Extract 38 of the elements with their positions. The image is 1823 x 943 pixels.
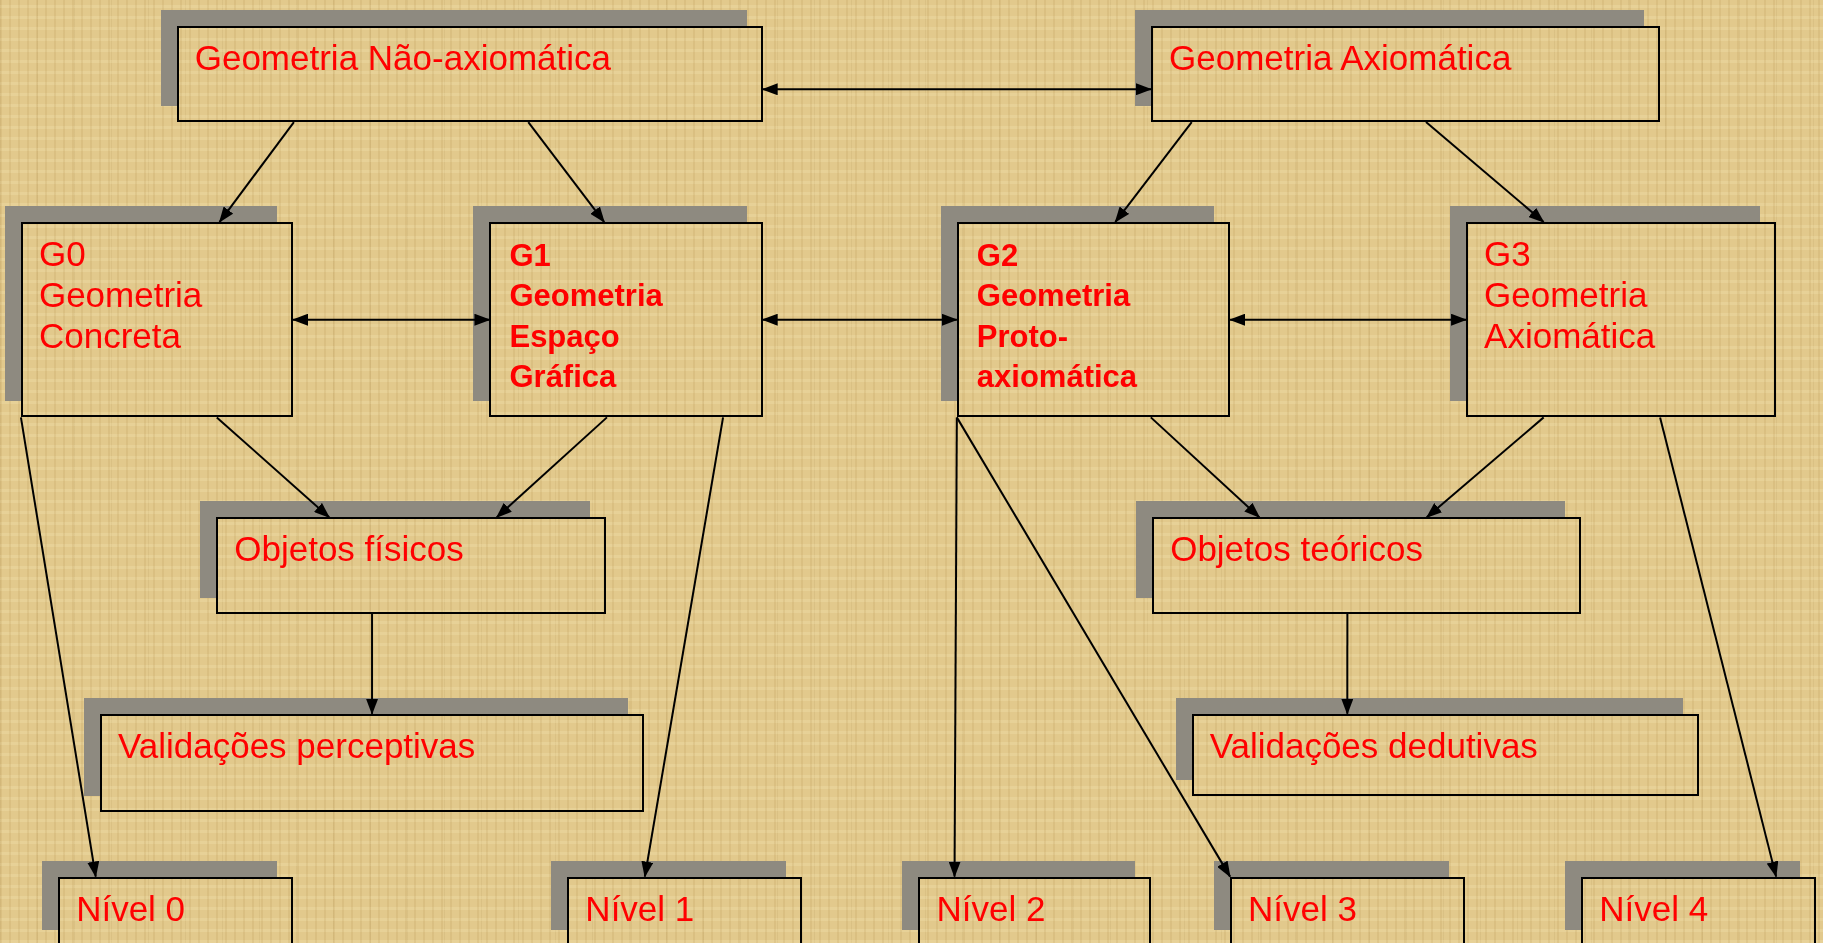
box-text: Objetos teóricos bbox=[1170, 529, 1425, 571]
box-text: Nível 2 bbox=[936, 888, 1047, 930]
arrow bbox=[1425, 416, 1545, 519]
box-text: Nível 1 bbox=[585, 888, 696, 930]
box-text: G2 bbox=[976, 237, 1020, 276]
arrow bbox=[1229, 313, 1468, 326]
box-text: Geometria Proto-axiomática bbox=[976, 277, 1139, 396]
box-text: G0 bbox=[38, 234, 87, 275]
arrow bbox=[1659, 416, 1779, 878]
arrow bbox=[1114, 121, 1193, 224]
box-text: Geometria Espaço Gráfica bbox=[509, 277, 664, 396]
box-text: G1 bbox=[509, 237, 552, 276]
arrow bbox=[527, 121, 606, 224]
box-text: Nível 0 bbox=[76, 888, 187, 930]
arrow bbox=[1341, 612, 1354, 715]
box-text: Nível 3 bbox=[1248, 888, 1358, 930]
box-text: G3 bbox=[1484, 234, 1532, 275]
arrow bbox=[1425, 121, 1545, 224]
arrow bbox=[218, 121, 295, 224]
arrow bbox=[19, 416, 100, 878]
arrow bbox=[641, 416, 725, 878]
box-text: Geometria Axiomática bbox=[1169, 37, 1513, 79]
box-text: Validações dedutivas bbox=[1209, 725, 1539, 767]
arrow bbox=[366, 612, 379, 715]
arrow bbox=[761, 313, 958, 326]
box-text: Nível 4 bbox=[1599, 888, 1710, 930]
box-text: Geometria Concreta bbox=[38, 275, 204, 357]
arrow bbox=[761, 83, 1152, 96]
arrow bbox=[215, 416, 331, 519]
arrow bbox=[1149, 416, 1261, 519]
box-text: Validações perceptivas bbox=[118, 725, 477, 767]
arrow bbox=[495, 416, 608, 519]
box-text: Geometria Axiomática bbox=[1484, 275, 1657, 357]
arrow bbox=[292, 313, 491, 326]
arrow bbox=[948, 416, 961, 878]
arrow bbox=[955, 416, 1232, 878]
box-text: Objetos físicos bbox=[234, 529, 465, 571]
box-text: Geometria Não-axiomática bbox=[194, 37, 612, 79]
